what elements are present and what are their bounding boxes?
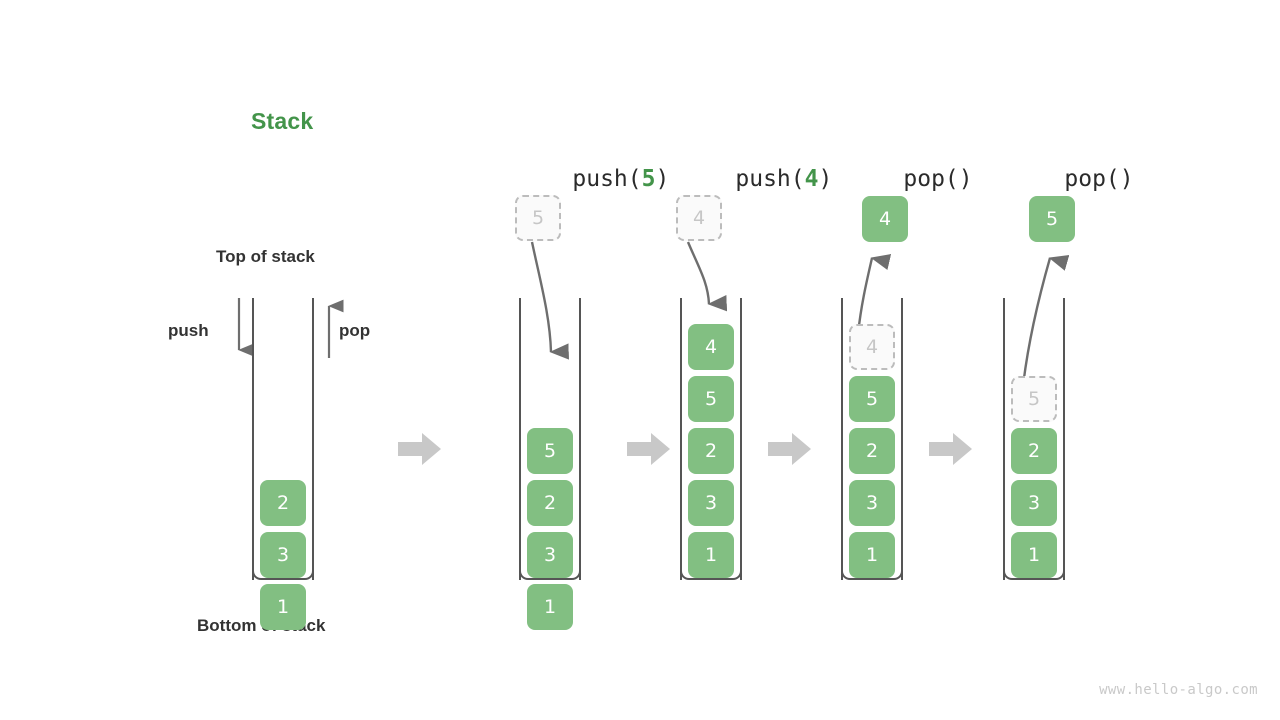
op-suffix: )	[958, 166, 973, 192]
stack-cell: 4	[688, 324, 734, 370]
stack-cell: 2	[849, 428, 895, 474]
op-suffix: )	[655, 166, 670, 192]
op-prefix: push(	[572, 166, 642, 192]
operation-header-pop-1: pop()	[848, 140, 973, 218]
stack-cell: 5	[688, 376, 734, 422]
stack-cell: 1	[849, 532, 895, 578]
stack-wall-left	[1003, 298, 1005, 580]
stack-cell: 2	[260, 480, 306, 526]
stack-wall-left	[680, 298, 682, 580]
stack-floor	[252, 566, 314, 580]
stack-cell: 2	[527, 480, 573, 526]
stack-cell: 1	[1011, 532, 1057, 578]
watermark: www.hello-algo.com	[1099, 682, 1258, 698]
stack-wall-left	[519, 298, 521, 580]
stack-floor	[841, 566, 903, 580]
stack-cell: 2	[1011, 428, 1057, 474]
push-direction-arrow-icon	[237, 298, 254, 357]
page-title: Stack	[251, 108, 314, 134]
operation-header-push-4: push(4)	[680, 140, 832, 218]
stack-wall-right	[901, 298, 903, 580]
op-prefix: pop(	[903, 166, 959, 192]
pop-direction-arrow-icon	[327, 299, 344, 358]
op-argument: 5	[641, 166, 656, 192]
operation-header-pop-2: pop()	[1009, 140, 1134, 218]
step-arrow-icon	[768, 433, 811, 465]
stack-cell: 3	[1011, 480, 1057, 526]
stack-container-push-5: 5 2 3 1	[519, 298, 581, 630]
stack-cell: 1	[688, 532, 734, 578]
stack-wall-left	[252, 298, 254, 580]
stack-cell: 2	[688, 428, 734, 474]
stack-wall-right	[579, 298, 581, 580]
push-motion-arrow-icon	[686, 241, 728, 312]
stack-floor	[680, 566, 742, 580]
stack-cell: 1	[527, 584, 573, 630]
step-arrow-icon	[398, 433, 441, 465]
top-of-stack-label: Top of stack	[216, 247, 315, 266]
push-motion-arrow-icon	[530, 241, 569, 360]
popped-cell: 4	[862, 196, 908, 242]
popped-cell: 5	[1029, 196, 1075, 242]
stack-cell: 3	[527, 532, 573, 578]
stack-wall-right	[1063, 298, 1065, 580]
push-label: push	[168, 321, 209, 340]
op-argument: 4	[804, 166, 819, 192]
stack-cell: 3	[260, 532, 306, 578]
vacated-ghost-cell: 5	[1011, 376, 1057, 422]
op-suffix: )	[818, 166, 833, 192]
stack-wall-right	[740, 298, 742, 580]
stack-cell: 3	[849, 480, 895, 526]
stack-cell: 5	[849, 376, 895, 422]
op-prefix: push(	[735, 166, 805, 192]
vacated-ghost-cell: 4	[849, 324, 895, 370]
step-arrow-icon	[929, 433, 972, 465]
stack-floor	[1003, 566, 1065, 580]
op-prefix: pop(	[1064, 166, 1120, 192]
stack-container-initial: 2 3 1	[252, 298, 314, 630]
step-arrow-icon	[627, 433, 670, 465]
stack-wall-left	[841, 298, 843, 580]
stack-cell: 3	[688, 480, 734, 526]
stack-container-pop-1: 4 5 2 3 1	[841, 298, 903, 580]
stack-cell: 5	[527, 428, 573, 474]
pop-motion-arrow-icon	[1021, 255, 1070, 387]
op-suffix: )	[1119, 166, 1134, 192]
floating-ghost-cell: 4	[676, 195, 722, 241]
pop-label: pop	[339, 321, 371, 340]
floating-ghost-cell: 5	[515, 195, 561, 241]
stack-wall-right	[312, 298, 314, 580]
stack-cell: 1	[260, 584, 306, 630]
operation-header-push-5: push(5)	[517, 140, 669, 218]
stack-container-pop-2: 5 2 3 1	[1003, 298, 1065, 580]
stack-container-push-4: 4 5 2 3 1	[680, 298, 742, 580]
stack-floor	[519, 566, 581, 580]
